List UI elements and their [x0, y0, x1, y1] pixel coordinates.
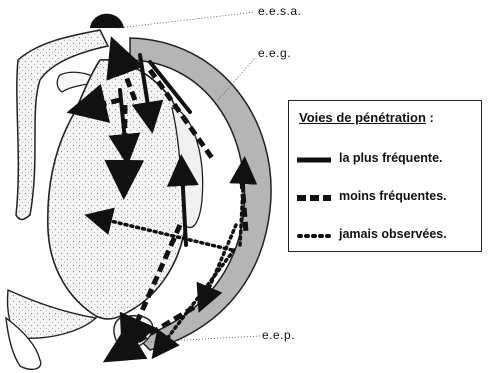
label-eep: e.e.p. — [262, 328, 295, 342]
pointer-eesa — [118, 12, 255, 28]
dotted-line-swatch — [297, 231, 333, 241]
legend-title: Voies de pénétration : — [299, 110, 434, 125]
label-eesa: e.e.s.a. — [258, 4, 301, 18]
legend-box: Voies de pénétration : la plus fréquente… — [288, 100, 482, 252]
apical-cap — [90, 14, 124, 28]
label-eeg: e.e.g. — [258, 46, 291, 60]
dashed-line-swatch — [297, 193, 333, 203]
solid-line-swatch — [297, 155, 333, 165]
